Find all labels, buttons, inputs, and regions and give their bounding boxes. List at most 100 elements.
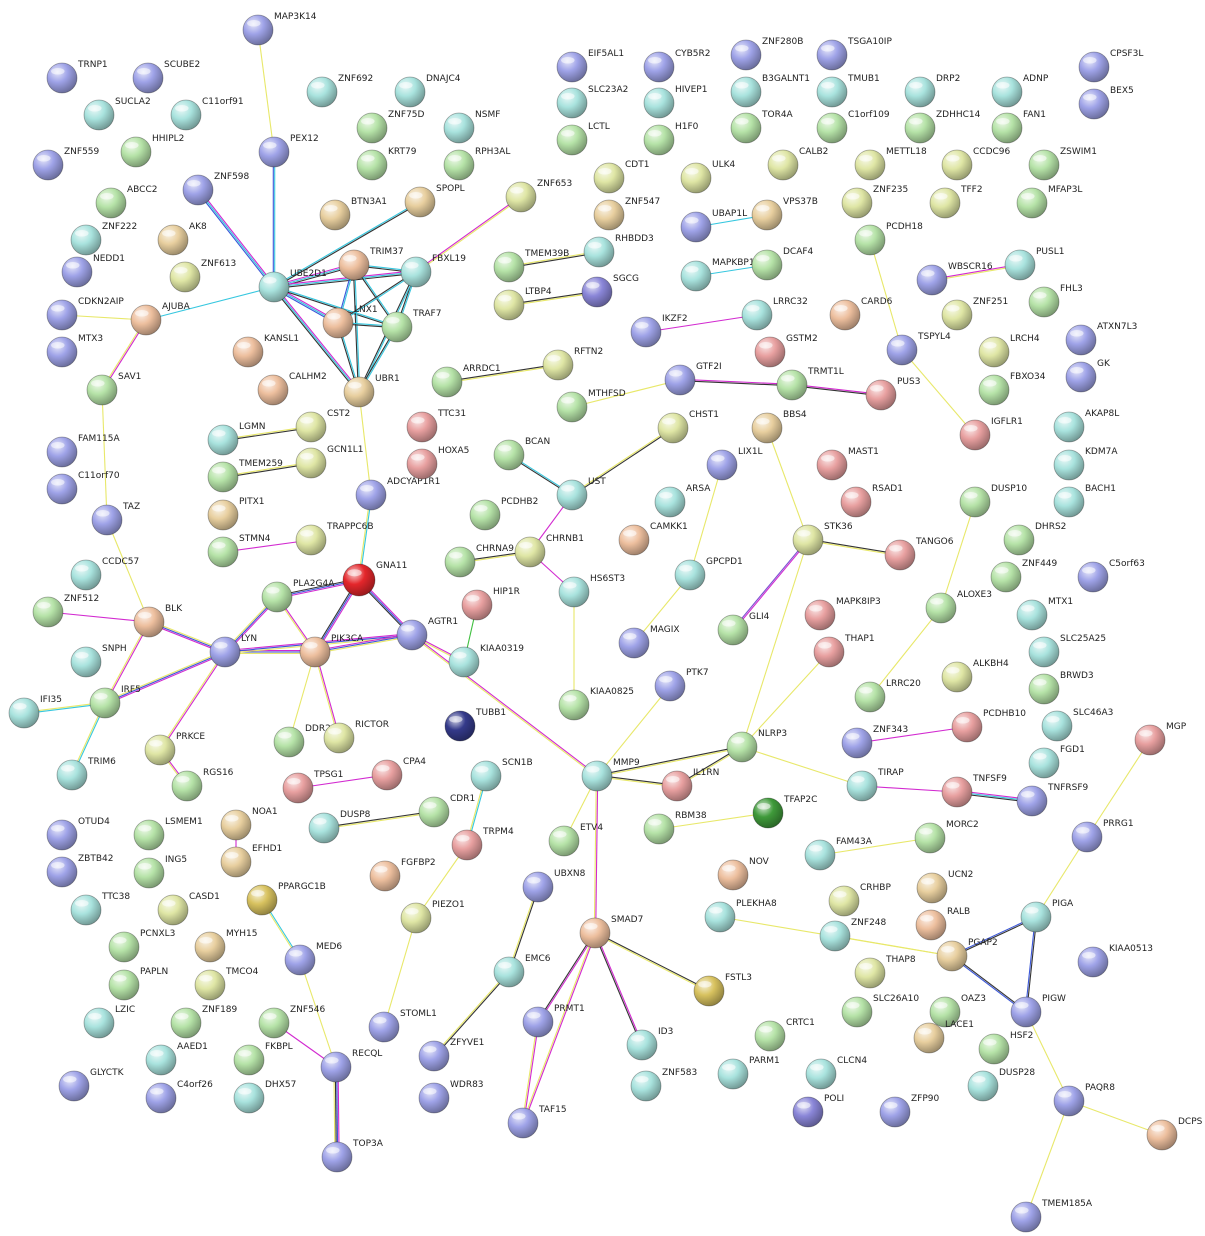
node-wdr83[interactable]: WDR83 (418, 1080, 484, 1114)
node-znf449[interactable]: ZNF449 (990, 559, 1058, 593)
node-c11orf70[interactable]: C11orf70 (46, 471, 120, 505)
node-ball[interactable] (32, 596, 64, 628)
node-ball[interactable] (664, 364, 696, 396)
node-chrnb1[interactable]: CHRNB1 (514, 534, 584, 568)
node-ball[interactable] (1028, 747, 1060, 779)
node-ball[interactable] (461, 589, 493, 621)
node-znf251[interactable]: ZNF251 (941, 297, 1008, 331)
node-ball[interactable] (120, 136, 152, 168)
node-ball[interactable] (1028, 673, 1060, 705)
node-taz[interactable]: TAZ (91, 502, 140, 536)
node-ucn2[interactable]: UCN2 (916, 870, 973, 904)
node-ball[interactable] (630, 1070, 662, 1102)
node-fkbpl[interactable]: FKBPL (233, 1042, 293, 1076)
node-znf613[interactable]: ZNF613 (169, 259, 236, 293)
node-ball[interactable] (133, 819, 165, 851)
node-mettl18[interactable]: METTL18 (854, 147, 927, 181)
node-bcan[interactable]: BCAN (493, 437, 550, 471)
node-ball[interactable] (936, 940, 968, 972)
node-znf248[interactable]: ZNF248 (819, 918, 887, 952)
node-zbtb42[interactable]: ZBTB42 (46, 854, 113, 888)
node-ball[interactable] (816, 76, 848, 108)
node-ball[interactable] (941, 776, 973, 808)
node-ppargc1b[interactable]: PPARGC1B (246, 882, 326, 916)
node-ball[interactable] (321, 1141, 353, 1173)
node-zswim1[interactable]: ZSWIM1 (1028, 147, 1097, 181)
node-tmub1[interactable]: TMUB1 (816, 74, 880, 108)
node-ball[interactable] (643, 813, 675, 845)
node-fbxo34[interactable]: FBXO34 (978, 372, 1046, 406)
node-znf235[interactable]: ZNF235 (841, 185, 908, 219)
node-emc6[interactable]: EMC6 (493, 954, 551, 988)
node-ball[interactable] (70, 224, 102, 256)
node-mgp[interactable]: MGP (1134, 722, 1187, 756)
node-ball[interactable] (813, 636, 845, 668)
node-ball[interactable] (1071, 821, 1103, 853)
node-lctl[interactable]: LCTL (556, 122, 610, 156)
node-ball[interactable] (643, 124, 675, 156)
node-ball[interactable] (233, 1082, 265, 1114)
node-ball[interactable] (46, 856, 78, 888)
node-mthfsd[interactable]: MTHFSD (556, 389, 626, 423)
node-plekha8[interactable]: PLEKHA8 (704, 899, 777, 933)
node-ball[interactable] (991, 76, 1023, 108)
node-mast1[interactable]: MAST1 (816, 447, 879, 481)
node-ball[interactable] (406, 448, 438, 480)
node-ball[interactable] (394, 76, 426, 108)
node-ball[interactable] (1078, 51, 1110, 83)
node-ball[interactable] (284, 944, 316, 976)
node-ball[interactable] (371, 759, 403, 791)
node-trappc6b[interactable]: TRAPPC6B (295, 522, 374, 556)
node-ball[interactable] (879, 1096, 911, 1128)
node-piezo1[interactable]: PIEZO1 (400, 900, 465, 934)
node-paqr8[interactable]: PAQR8 (1053, 1083, 1115, 1117)
node-ball[interactable] (941, 661, 973, 693)
node-ball[interactable] (706, 449, 738, 481)
node-ball[interactable] (448, 646, 480, 678)
node-ccdc96[interactable]: CCDC96 (941, 147, 1011, 181)
node-drp2[interactable]: DRP2 (904, 74, 960, 108)
node-zfyve1[interactable]: ZFYVE1 (418, 1038, 484, 1072)
node-wbscr16[interactable]: WBSCR16 (916, 262, 993, 296)
node-bex5[interactable]: BEX5 (1078, 86, 1134, 120)
node-ball[interactable] (751, 249, 783, 281)
node-brwd3[interactable]: BRWD3 (1028, 671, 1094, 705)
node-prmt1[interactable]: PRMT1 (522, 1004, 585, 1038)
node-mapk8ip3[interactable]: MAPK8IP3 (804, 597, 881, 631)
node-ball[interactable] (626, 1029, 658, 1061)
node-c1orf109[interactable]: C1orf109 (816, 110, 890, 144)
node-gli4[interactable]: GLI4 (717, 612, 770, 646)
node-ball[interactable] (805, 1058, 837, 1090)
node-blk[interactable]: BLK (133, 604, 183, 638)
node-pus3[interactable]: PUS3 (865, 377, 920, 411)
node-ball[interactable] (730, 39, 762, 71)
node-ball[interactable] (593, 162, 625, 194)
node-ball[interactable] (693, 975, 725, 1007)
node-hoxa5[interactable]: HOXA5 (406, 446, 469, 480)
node-ttc38[interactable]: TTC38 (70, 892, 130, 926)
node-mfap3l[interactable]: MFAP3L (1016, 185, 1082, 219)
node-tmem39b[interactable]: TMEM39B (493, 249, 569, 283)
node-nov[interactable]: NOV (717, 857, 770, 891)
node-ball[interactable] (70, 559, 102, 591)
node-ball[interactable] (157, 224, 189, 256)
node-tubb1[interactable]: TUBB1 (444, 708, 506, 742)
node-ball[interactable] (443, 149, 475, 181)
node-agtr1[interactable]: AGTR1 (396, 617, 458, 651)
node-ball[interactable] (493, 956, 525, 988)
node-poli[interactable]: POLI (792, 1094, 844, 1128)
node-ball[interactable] (1020, 901, 1052, 933)
node-znf189[interactable]: ZNF189 (170, 1005, 238, 1039)
node-ball[interactable] (717, 1058, 749, 1090)
node-ball[interactable] (132, 62, 164, 94)
node-ball[interactable] (220, 846, 252, 878)
node-ball[interactable] (1077, 561, 1109, 593)
node-ball[interactable] (8, 697, 40, 729)
node-ball[interactable] (400, 256, 432, 288)
node-ball[interactable] (914, 822, 946, 854)
node-pitx1[interactable]: PITX1 (207, 497, 264, 531)
node-ball[interactable] (418, 1082, 450, 1114)
node-ball[interactable] (583, 236, 615, 268)
node-ball[interactable] (209, 636, 241, 668)
node-tnfrsf9[interactable]: TNFRSF9 (1016, 783, 1089, 817)
